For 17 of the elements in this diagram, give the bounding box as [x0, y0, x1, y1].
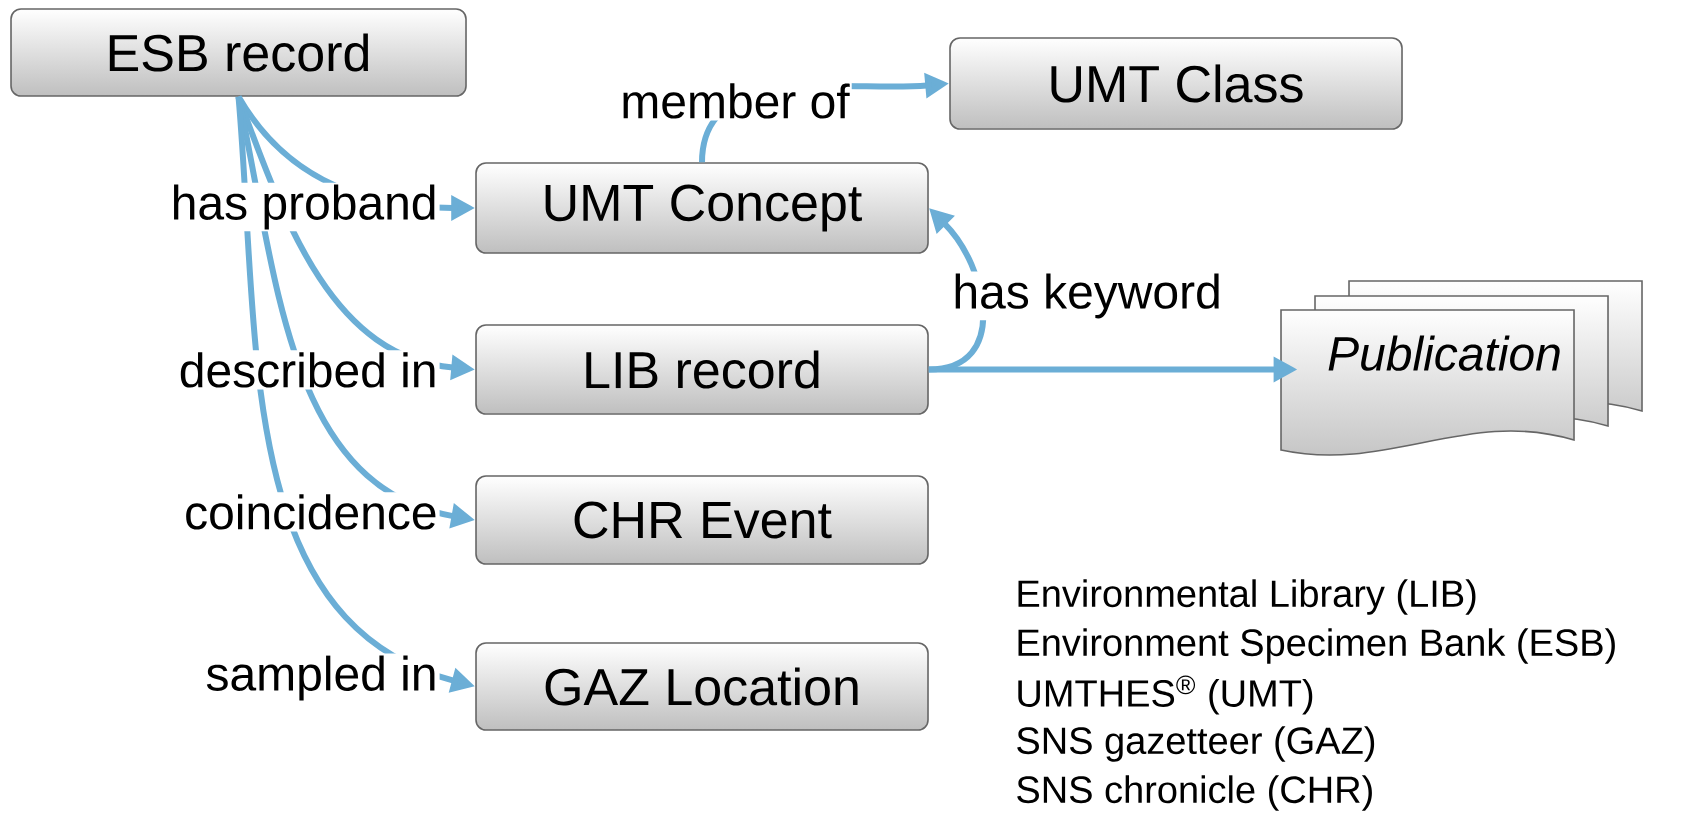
edge-label: coincidence — [182, 492, 440, 532]
note-text: UMTHES$^{®}$ (UMT) — [1018, 675, 1313, 715]
note-text: Environment Specimen Bank (ESB) — [1018, 628, 1615, 664]
edge-label: has proband — [168, 182, 440, 232]
edge-label: has keyword — [950, 271, 1224, 321]
process-box: UMT Concept — [475, 162, 929, 254]
note-text: SNS chronicle (CHR) — [1017, 775, 1372, 811]
process-box: UMT Class — [949, 37, 1403, 130]
edge-label: described in — [176, 350, 440, 390]
note-text: Environmental Library (LIB) — [1018, 579, 1476, 615]
process-box: LIB record — [475, 324, 929, 415]
process-box: CHR Event — [475, 475, 929, 565]
process-box: ESB record — [10, 8, 467, 97]
edge-label: sampled in — [203, 653, 440, 703]
process-box: GAZ Location — [475, 642, 929, 731]
note-text: SNS gazetteer (GAZ) — [1017, 726, 1375, 762]
document-stack: Publication — [1280, 280, 1643, 456]
